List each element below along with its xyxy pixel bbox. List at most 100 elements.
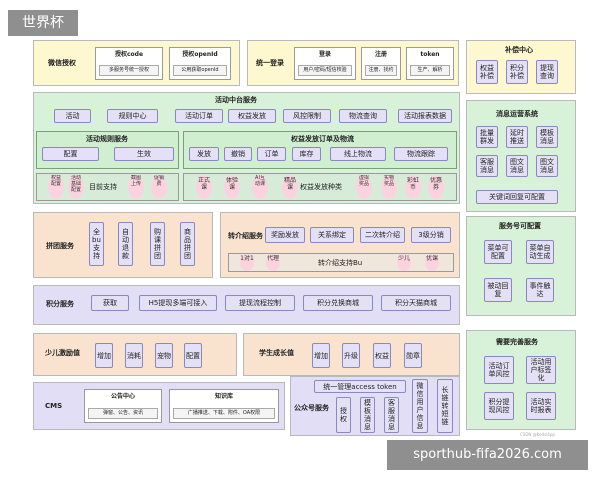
pts-h5-button[interactable]: H5提现多端可接入 xyxy=(139,295,217,311)
ro-online-logistics-button[interactable]: 线上物流 xyxy=(330,147,386,161)
auth-openid-title: 授权openId xyxy=(182,51,218,58)
rules-service-title: 活动规则服务 xyxy=(86,135,128,143)
auth-openid-box[interactable]: 授权openId 公用获取openId xyxy=(169,47,231,80)
rights-pill-6-label: 实物奖品 xyxy=(383,175,394,187)
kids-incentive-title: 少儿激励值 xyxy=(45,349,80,357)
gb-all-bu-button[interactable]: 全bu支持 xyxy=(89,222,104,266)
comp-points-button[interactable]: 积分补偿 xyxy=(506,60,528,84)
oa-service-button[interactable]: 客服消息 xyxy=(384,397,399,433)
pts-flow-button[interactable]: 提现流程控制 xyxy=(225,295,295,311)
ac-report-button[interactable]: 活动报表数据 xyxy=(398,109,452,123)
msg-template-button[interactable]: 模板消息 xyxy=(536,126,558,148)
rights-pill-6 xyxy=(381,175,397,199)
rules-effective-button[interactable]: 生效 xyxy=(114,147,174,161)
gb-auto-refund-button[interactable]: 自动退款 xyxy=(118,222,133,266)
rights-pill-7 xyxy=(405,175,421,199)
rights-order-title: 权益发放订单及物流 xyxy=(291,135,354,143)
ref-pill-3 xyxy=(397,254,411,271)
knowledge-base-title: 知识库 xyxy=(214,393,233,400)
pts-tmall-button[interactable]: 积分天猫商城 xyxy=(381,295,451,311)
acc-passive-reply-button[interactable]: 被动回复 xyxy=(484,278,512,302)
gb-course-button[interactable]: 购课拼团 xyxy=(150,222,165,266)
growth-add-button[interactable]: 增加 xyxy=(312,343,330,368)
kids-add-button[interactable]: 增加 xyxy=(95,343,113,368)
kids-consume-button[interactable]: 消耗 xyxy=(125,343,143,368)
watermark-banner: sporthub-fifa2026.com xyxy=(387,440,588,470)
kids-pet-button[interactable]: 宠物 xyxy=(155,343,173,368)
rights-pill-5 xyxy=(356,175,372,199)
token-box[interactable]: token 生产、解析 xyxy=(406,47,454,80)
rule-pill-4-label: 促销费 xyxy=(153,175,164,187)
ro-stock-button[interactable]: 库存 xyxy=(292,147,321,161)
imp-withdraw-risk-button[interactable]: 积分提现风控 xyxy=(484,392,514,420)
notice-center-title: 公告中心 xyxy=(110,393,135,400)
ref-distribution-button[interactable]: 3级分销 xyxy=(411,227,451,243)
oa-auth-button[interactable]: 授权 xyxy=(336,397,351,433)
login-box[interactable]: 登录 用户/密码/短信校验 xyxy=(294,47,356,80)
ac-rule-center-button[interactable]: 规则中心 xyxy=(107,109,158,123)
msg-delay-button[interactable]: 延时推送 xyxy=(506,126,528,148)
login-desc: 用户/密码/短信校验 xyxy=(298,65,352,76)
oa-template-button[interactable]: 模板消息 xyxy=(360,397,375,433)
comp-rights-button[interactable]: 权益补偿 xyxy=(476,60,498,84)
growth-rights-button[interactable]: 权益 xyxy=(373,343,391,368)
msg-graphic-2-button[interactable]: 图文消息 xyxy=(536,155,558,177)
cms-title: CMS xyxy=(45,402,63,410)
pts-get-button[interactable]: 获取 xyxy=(91,295,129,311)
ac-activity-button[interactable]: 活动 xyxy=(54,109,91,123)
ref-bind-button[interactable]: 关系绑定 xyxy=(310,227,354,243)
ro-issue-button[interactable]: 发放 xyxy=(189,147,219,161)
rules-config-button[interactable]: 配置 xyxy=(42,147,99,161)
imp-realtime-report-button[interactable]: 活动实时报表 xyxy=(526,392,556,420)
ref-pill-3-label: 少儿 xyxy=(397,255,410,262)
msg-service-button[interactable]: 客服消息 xyxy=(476,155,498,177)
knowledge-base-box[interactable]: 知识库 广播推送、下载、附件、OA权限 xyxy=(169,389,279,423)
imp-order-risk-button[interactable]: 活动订单风控 xyxy=(484,356,514,384)
msg-ops-title: 消息运营系统 xyxy=(496,110,538,118)
activity-center-title: 活动中台服务 xyxy=(215,96,257,104)
world-cup-badge: 世界杯 xyxy=(8,10,78,36)
gb-product-button[interactable]: 商品拼团 xyxy=(180,222,195,266)
rule-pill-3-label: 截图上传 xyxy=(130,175,141,187)
growth-medal-button[interactable]: 勋章 xyxy=(404,343,422,368)
token-title: token xyxy=(420,51,440,58)
ro-order-button[interactable]: 订单 xyxy=(257,147,286,161)
rights-pill-2 xyxy=(224,175,240,199)
ref-second-button[interactable]: 二次转介绍 xyxy=(360,227,405,243)
ro-revoke-button[interactable]: 撤销 xyxy=(224,147,252,161)
ac-risk-button[interactable]: 风控限制 xyxy=(283,109,331,123)
register-title: 注册 xyxy=(374,51,387,58)
oa-access-token-button[interactable]: 统一管理access token xyxy=(314,380,406,393)
acc-event-button[interactable]: 事件触达 xyxy=(526,278,554,302)
register-desc: 注册、找约 xyxy=(365,65,397,76)
pts-mall-button[interactable]: 积分兑换商城 xyxy=(303,295,373,311)
register-box[interactable]: 注册 注册、找约 xyxy=(361,47,401,80)
growth-title: 学生成长值 xyxy=(259,349,294,357)
rights-pill-5-label: 虚拟奖品 xyxy=(358,175,369,187)
oa-wx-user-button[interactable]: 微信用户信息 xyxy=(412,379,428,433)
notice-center-desc: 弹窗、公告、资讯 xyxy=(88,408,158,419)
imp-user-tag-button[interactable]: 活动用户标签化 xyxy=(526,356,556,384)
ro-tracking-button[interactable]: 物流跟踪 xyxy=(394,147,448,161)
comp-withdraw-button[interactable]: 提现查询 xyxy=(536,60,558,84)
acc-menu-config-button[interactable]: 菜单可配置 xyxy=(484,240,512,264)
ac-activity-order-button[interactable]: 活动订单 xyxy=(175,109,223,123)
msg-keyword-button[interactable]: 关键词回复可配置 xyxy=(476,190,558,204)
msg-graphic-button[interactable]: 图文消息 xyxy=(506,155,528,177)
oa-short-link-button[interactable]: 长链转短链 xyxy=(437,379,453,433)
auth-code-box[interactable]: 授权code 多服务号统一授权 xyxy=(95,47,163,80)
referral-bu-label: 转介绍支持Bu xyxy=(318,259,363,267)
rule-pill-2-label: 活动基础配置 xyxy=(70,175,81,193)
rule-pill-1 xyxy=(48,175,64,199)
ac-rights-issue-button[interactable]: 权益发放 xyxy=(228,109,276,123)
ref-pill-4-label: 优课 xyxy=(425,255,438,262)
kids-config-button[interactable]: 配置 xyxy=(184,343,202,368)
ac-logistics-button[interactable]: 物流查询 xyxy=(339,109,387,123)
rights-pill-8 xyxy=(428,175,444,199)
notice-center-box[interactable]: 公告中心 弹窗、公告、资讯 xyxy=(84,389,162,423)
msg-batch-button[interactable]: 批量群发 xyxy=(476,126,498,148)
growth-levelup-button[interactable]: 升级 xyxy=(342,343,360,368)
rule-pill-4 xyxy=(151,175,167,199)
ref-reward-button[interactable]: 奖励发放 xyxy=(265,227,305,243)
acc-menu-auto-button[interactable]: 菜单自动生成 xyxy=(526,240,554,264)
